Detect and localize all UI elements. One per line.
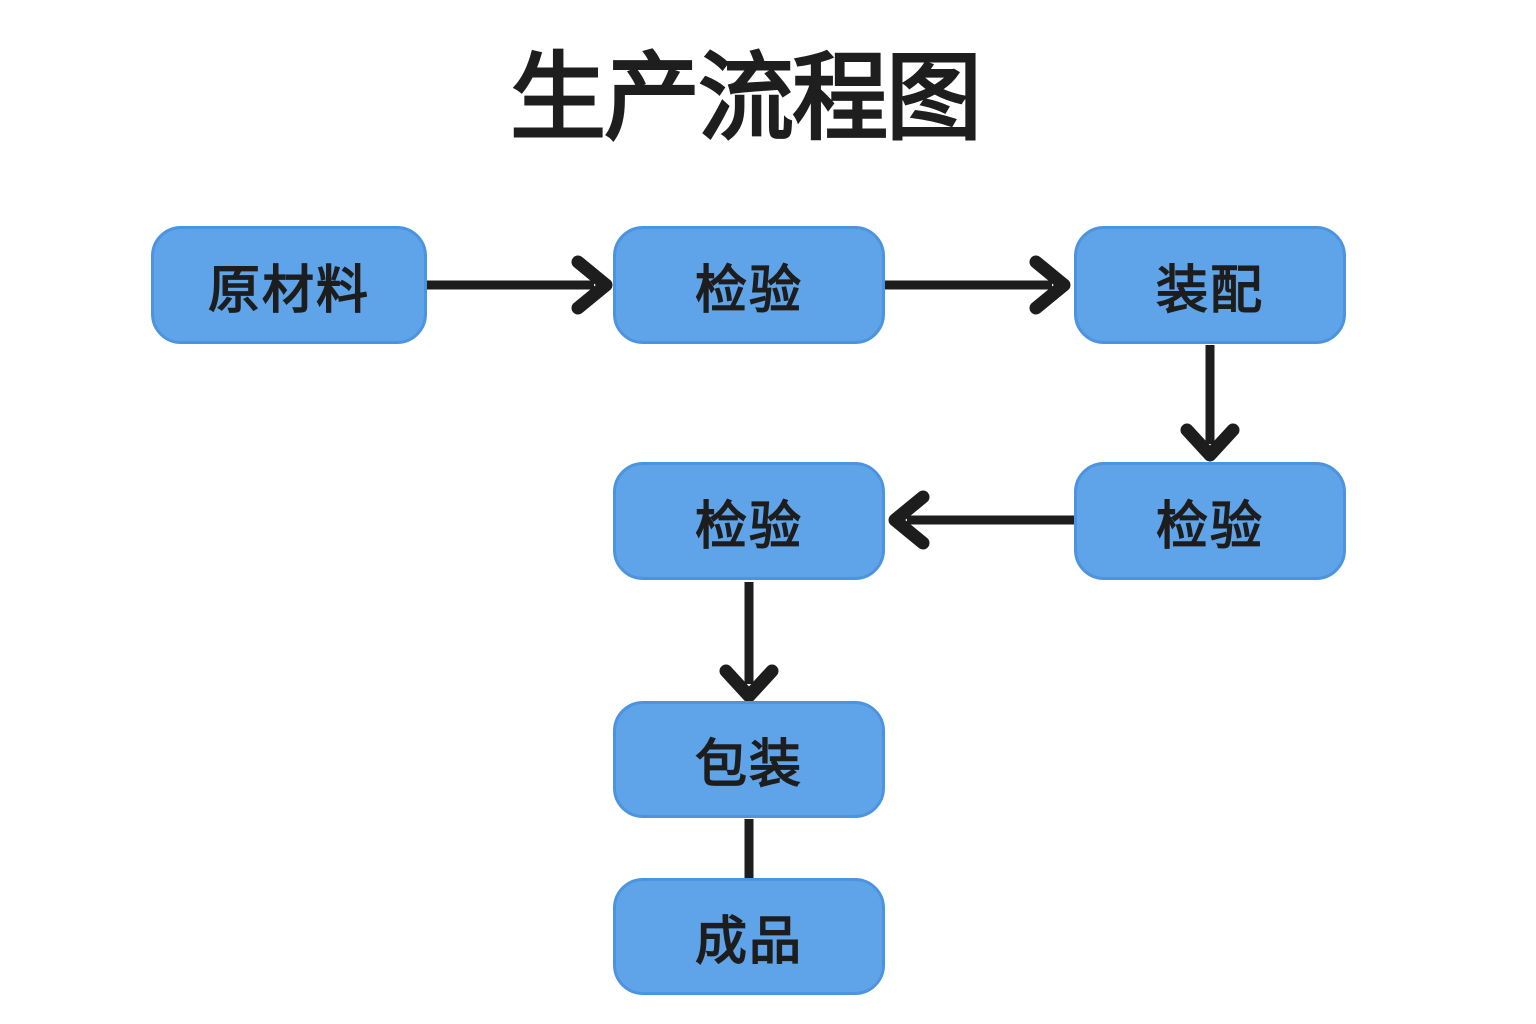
node-inspection-2-label: 检验 (1155, 497, 1264, 556)
arrow-assembly-to-inspection-2 (1180, 345, 1240, 462)
node-finished-product-label: 成品 (694, 913, 803, 971)
arrow-inspection-1-to-assembly (885, 255, 1071, 315)
node-finished-product: 成品 (613, 878, 885, 995)
arrow-inspection-2-to-inspection-3 (888, 490, 1074, 550)
node-packaging-label: 包装 (694, 736, 803, 794)
node-assembly-label: 装配 (1155, 261, 1264, 320)
diagram-title: 生产流程图 (510, 45, 982, 152)
node-inspection-1-label: 检验 (694, 261, 803, 320)
node-inspection-1: 检验 (613, 226, 885, 344)
arrow-inspection-3-to-packaging (719, 582, 779, 703)
node-raw-materials-label: 原材料 (207, 261, 370, 320)
node-packaging: 包装 (613, 701, 885, 818)
node-inspection-3: 检验 (613, 462, 885, 580)
node-assembly: 装配 (1074, 226, 1346, 344)
arrow-raw-materials-to-inspection-1 (427, 255, 613, 315)
node-inspection-3-label: 检验 (694, 497, 803, 556)
node-inspection-2: 检验 (1074, 462, 1346, 580)
node-raw-materials: 原材料 (151, 226, 427, 344)
